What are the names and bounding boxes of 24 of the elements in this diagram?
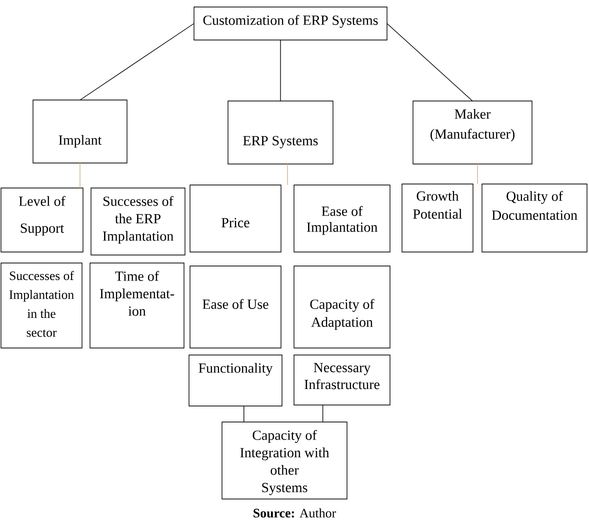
category-box: Implant bbox=[32, 100, 128, 164]
category-box: Level of Support bbox=[0, 188, 84, 252]
heading-box: Customization of ERP Systems bbox=[194, 6, 388, 40]
connector-line bbox=[287, 164, 288, 186]
category-box: Price bbox=[190, 184, 282, 252]
category-box: Capacity of Integration with other Systems bbox=[222, 422, 348, 500]
category-box: Ease of Use bbox=[190, 266, 282, 348]
connector-line bbox=[386, 23, 473, 102]
connector-line bbox=[477, 164, 478, 184]
category-box: Quality of Documentation bbox=[482, 184, 588, 252]
category-box: Growth Potential bbox=[402, 184, 474, 252]
category-box: Successes of the ERP Implantation bbox=[90, 188, 186, 256]
category-box: Maker (Manufacturer) bbox=[412, 100, 532, 164]
category-box: Ease of Implantation bbox=[294, 184, 390, 252]
category-box: Successes of Implantation in the sector bbox=[0, 262, 82, 348]
category-box: Time of Implementat- ion bbox=[90, 262, 184, 348]
category-box: ERP Systems bbox=[228, 100, 334, 164]
category-box: Necessary Infrastructure bbox=[294, 354, 390, 406]
category-box: Functionality bbox=[188, 354, 282, 406]
category-box: Capacity of Adaptation bbox=[294, 266, 390, 348]
caption: Source: Author bbox=[254, 508, 336, 518]
connector-line bbox=[280, 40, 281, 102]
connector-line bbox=[80, 23, 194, 100]
connector-line bbox=[322, 404, 324, 422]
